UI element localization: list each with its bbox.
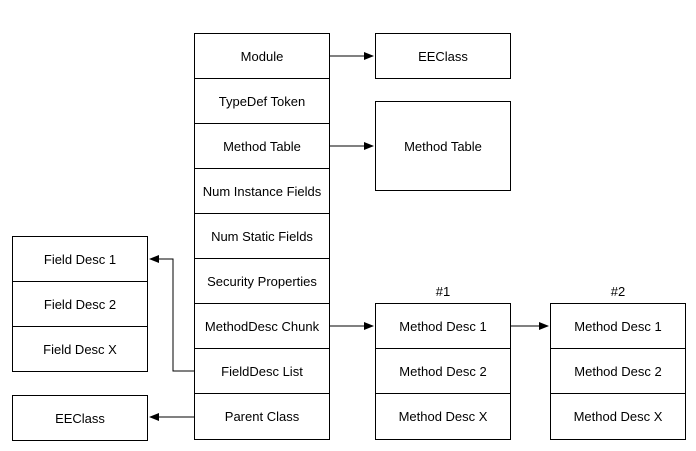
chunk2-method-desc-1: Method Desc 1	[550, 303, 686, 349]
field-desc-x: Field Desc X	[12, 326, 148, 372]
chunk2-method-desc-x: Method Desc X	[550, 393, 686, 440]
eeclass-row-security-properties: Security Properties	[194, 258, 330, 304]
eeclass-row-fielddesc-list: FieldDesc List	[194, 348, 330, 394]
field-desc-2: Field Desc 2	[12, 281, 148, 327]
chunk1-method-desc-2: Method Desc 2	[375, 348, 511, 394]
method-chunk-2-label: #2	[610, 284, 626, 299]
eeclass-row-module: Module	[194, 33, 330, 79]
chunk1-method-desc-x: Method Desc X	[375, 393, 511, 440]
field-desc-1: Field Desc 1	[12, 236, 148, 282]
eeclass-row-parent-class: Parent Class	[194, 393, 330, 440]
parent-target-eeclass: EEClass	[12, 395, 148, 441]
eeclass-row-methoddesc-chunk: MethodDesc Chunk	[194, 303, 330, 349]
chunk2-method-desc-2: Method Desc 2	[550, 348, 686, 394]
method-chunk-1-label: #1	[435, 284, 451, 299]
eeclass-row-num-static-fields: Num Static Fields	[194, 213, 330, 259]
method-table-target: Method Table	[375, 101, 511, 191]
module-target-eeclass: EEClass	[375, 33, 511, 79]
eeclass-row-method-table: Method Table	[194, 123, 330, 169]
arrow-fielddesc-list-to-field-desc	[149, 255, 194, 372]
chunk1-method-desc-1: Method Desc 1	[375, 303, 511, 349]
